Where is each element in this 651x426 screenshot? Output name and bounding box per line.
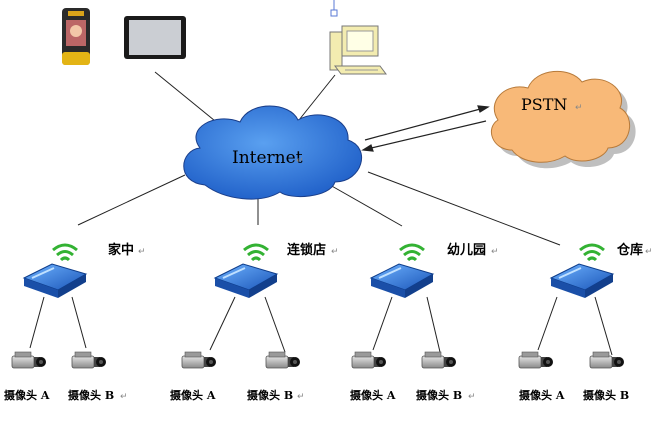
svg-text:↵: ↵ <box>575 103 583 113</box>
site-label-kindergarten: 幼儿园 <box>447 242 486 258</box>
camera-icon <box>181 351 217 369</box>
svg-text:↵: ↵ <box>297 392 305 402</box>
site-chain-store: 连锁店 ↵ 摄像头 A 摄像头 B ↵ <box>170 242 339 402</box>
camera-icon <box>11 351 47 369</box>
camera-icon <box>265 351 301 369</box>
svg-text:↵: ↵ <box>468 392 476 402</box>
camera-icon <box>71 351 107 369</box>
camera-label: 摄像头 A <box>519 388 565 402</box>
wireless-router-icon <box>213 243 279 300</box>
pstn-arrows <box>361 105 490 152</box>
desktop-computer-icon <box>329 0 387 75</box>
connection-lines <box>29 71 613 356</box>
site-home: 家中 ↵ 摄像头 A 摄像头 B ↵ <box>4 242 146 402</box>
camera-label: 摄像头 B <box>583 388 629 402</box>
tablet-icon <box>124 16 186 59</box>
camera-label: 摄像头 A <box>350 388 396 402</box>
camera-label: 摄像头 A <box>170 388 216 402</box>
site-warehouse: 仓库 ↵ 摄像头 A 摄像头 B <box>518 242 651 402</box>
pstn-label: PSTN <box>521 95 567 114</box>
svg-text:↵: ↵ <box>491 247 499 257</box>
wireless-router-icon <box>22 243 88 300</box>
svg-text:↵: ↵ <box>645 247 651 257</box>
camera-icon <box>351 351 387 369</box>
wireless-router-icon <box>369 243 435 300</box>
svg-text:↵: ↵ <box>331 247 339 257</box>
camera-label: 摄像头 B <box>247 388 293 402</box>
svg-text:↵: ↵ <box>296 156 304 166</box>
camera-label: 摄像头 B <box>68 388 114 402</box>
camera-label: 摄像头 A <box>4 388 50 402</box>
wireless-router-icon <box>549 243 615 300</box>
svg-text:↵: ↵ <box>138 247 146 257</box>
camera-icon <box>518 351 554 369</box>
smartphone-icon <box>62 8 90 65</box>
pstn-cloud: PSTN ↵ <box>490 70 636 169</box>
camera-label: 摄像头 B <box>416 388 462 402</box>
svg-text:↵: ↵ <box>120 392 128 402</box>
camera-icon <box>421 351 457 369</box>
site-label-chain-store: 连锁店 <box>287 242 326 258</box>
internet-label: Internet <box>232 148 303 168</box>
site-label-home: 家中 <box>108 242 134 258</box>
camera-icon <box>589 351 625 369</box>
site-label-warehouse: 仓库 <box>616 242 643 258</box>
site-kindergarten: 幼儿园 ↵ 摄像头 A 摄像头 B ↵ <box>350 242 499 402</box>
internet-cloud: Internet ↵ <box>183 105 363 200</box>
